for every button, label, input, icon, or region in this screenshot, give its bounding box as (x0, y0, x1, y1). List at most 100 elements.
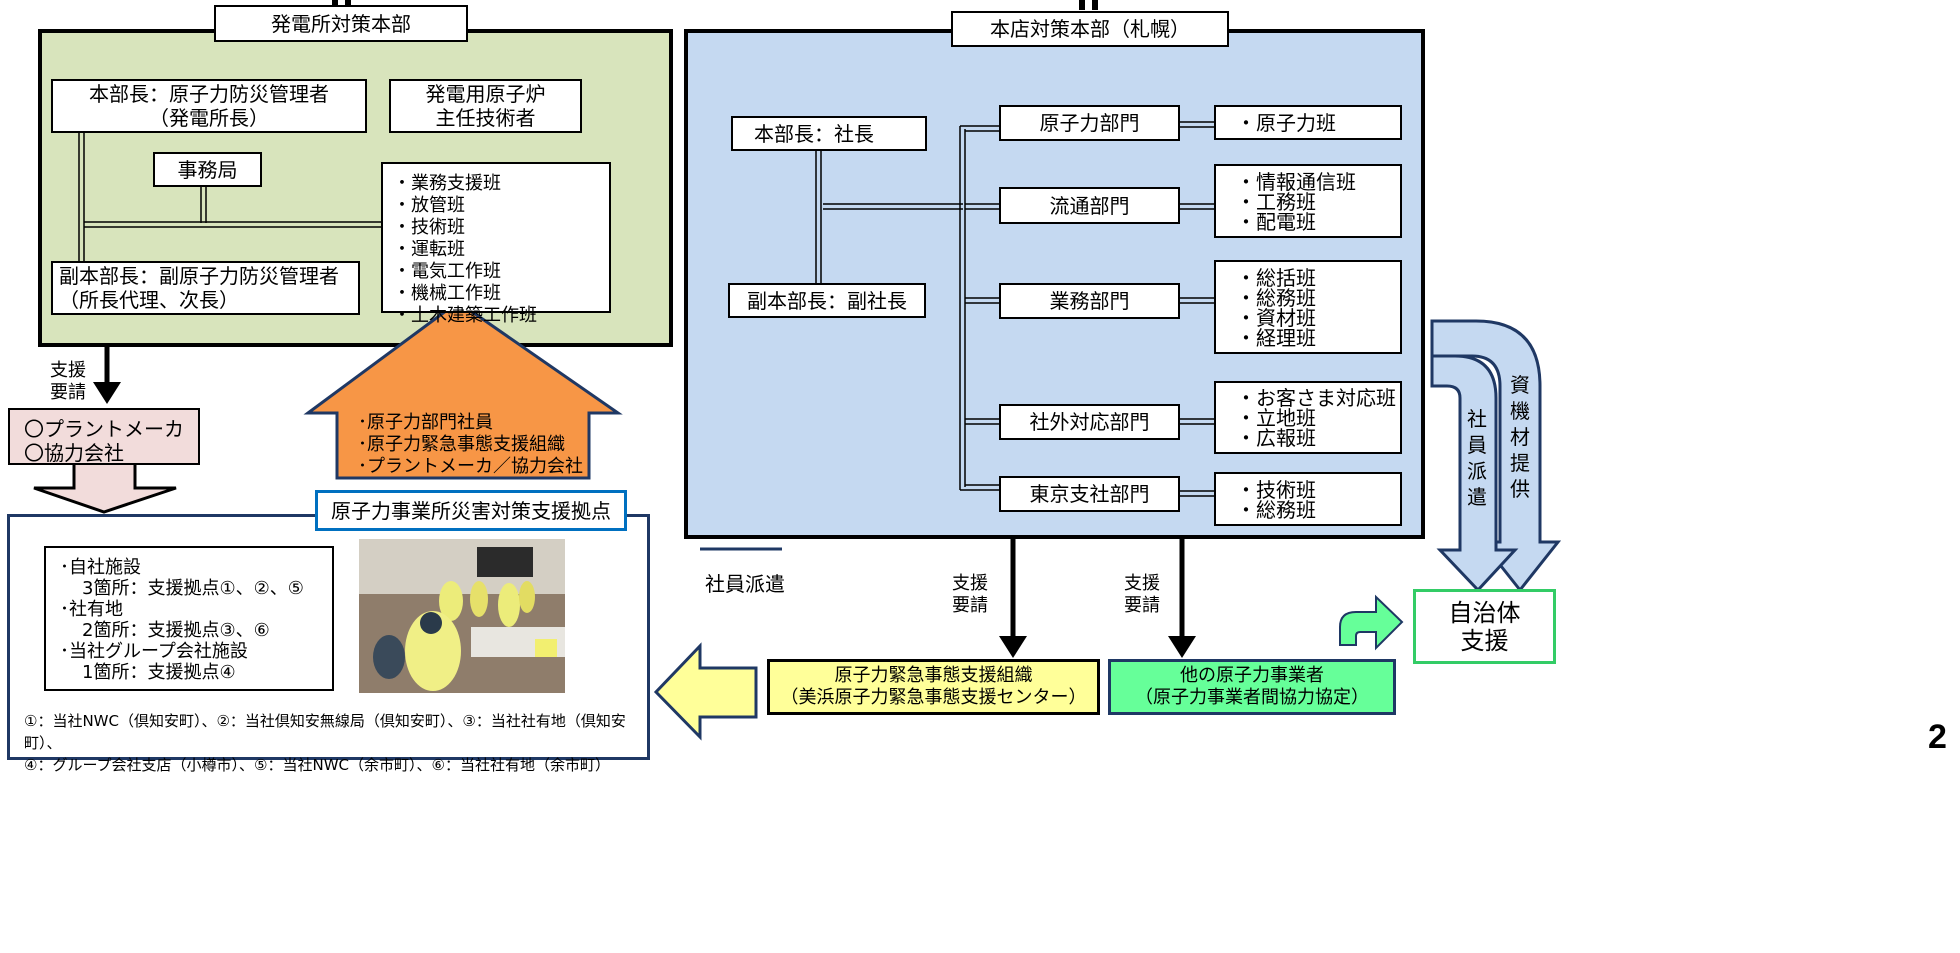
char: 社 (1467, 407, 1487, 431)
orange-line: ･プラントメーカ／協力会社 (358, 456, 583, 477)
hq-request-label-1: 支援 要請 (952, 573, 1012, 617)
plant-team: ・機械工作班 (393, 283, 501, 304)
teams-tokyo: ・技術班 ・総務班 (1214, 472, 1402, 526)
emergency-support-org-box: 原子力緊急事態支援組織 （美浜原子力緊急事態支援センター） (767, 659, 1100, 715)
plant-support-request-label: 支援 要請 (50, 360, 110, 404)
teams-operations: ・総括班 ・総務班 ・資材班 ・経理班 (1214, 260, 1402, 354)
emergency-line1: 原子力緊急事態支援組織 (834, 665, 1033, 686)
plant-team: ・土木建築工作班 (393, 305, 537, 326)
request-line1: 支援 (50, 360, 86, 381)
staff-dispatch-vertical-label: 社 員 派 遣 (1465, 406, 1489, 510)
base-line: ･当社グループ会社施設 (60, 641, 248, 662)
orange-line: ･原子力緊急事態支援組織 (358, 434, 565, 455)
support-left-arrow (653, 642, 758, 741)
team: ・工務班 (1236, 190, 1316, 214)
team: ・経理班 (1236, 326, 1316, 350)
char: 機 (1510, 399, 1530, 423)
team: ・原子力班 (1236, 111, 1336, 135)
local-gov-line1: 自治体 (1448, 598, 1521, 627)
maker-down-arrow (33, 460, 177, 514)
support-base-footnote: ①：当社NWC（倶知安町）、②：当社倶知安無線局（倶知安町）、③：当社社有地（倶… (24, 710, 644, 776)
other-operators-box: 他の原子力事業者 （原子力事業者間協力協定） (1108, 659, 1396, 715)
maker-line2: 〇協力会社 (24, 441, 124, 465)
team: ・資材班 (1236, 306, 1316, 330)
request-line2: 要請 (1124, 595, 1160, 616)
other-line2: （原子力事業者間協力協定） (1135, 687, 1369, 708)
request-line1: 支援 (1124, 573, 1160, 594)
resource-up-arrow (303, 300, 623, 480)
team: ・情報通信班 (1236, 170, 1356, 194)
dept-tokyo: 東京支社部門 (999, 476, 1180, 512)
base-line: 1箇所：支援拠点④ (82, 662, 236, 683)
plant-deputy-line1: 副本部長：副原子力防災管理者 (59, 264, 339, 288)
plant-team: ・技術班 (393, 217, 465, 238)
maker-box: 〇プラントメーカ 〇協力会社 (8, 408, 200, 465)
hq-request-label-2: 支援 要請 (1124, 573, 1184, 617)
support-base-list: ･自社施設 3箇所：支援拠点①、②、⑤ ･社有地 2箇所：支援拠点③、⑥ ･当社… (44, 546, 334, 691)
plant-chief-box: 本部長：原子力防災管理者 （発電所長） (51, 79, 367, 133)
hq-chief-box: 本部長：社長 (731, 116, 927, 151)
plant-hq-title: 発電所対策本部 (214, 5, 468, 42)
local-gov-green-arrow (1339, 594, 1404, 651)
local-gov-line2: 支援 (1460, 626, 1509, 655)
plant-team: ・運転班 (393, 239, 465, 260)
team: ・技術班 (1236, 478, 1316, 502)
materials-vertical-label: 資 機 材 提 供 (1508, 372, 1532, 502)
base-line: ･自社施設 (60, 557, 141, 578)
base-line: ･社有地 (60, 599, 123, 620)
char: 供 (1510, 477, 1530, 501)
support-base-photo (359, 539, 565, 693)
team: ・お客さま対応班 (1236, 386, 1396, 410)
base-line: 3箇所：支援拠点①、②、⑤ (82, 578, 304, 599)
orange-line: ･原子力部門社員 (358, 412, 493, 433)
plant-teams-box: ・業務支援班 ・放管班 ・技術班 ・運転班 ・電気工作班 ・機械工作班 ・土木建… (381, 162, 611, 326)
dept-operations: 業務部門 (999, 283, 1180, 319)
team: ・配電班 (1236, 210, 1316, 234)
teams-nuclear: ・原子力班 (1214, 105, 1402, 140)
materials-supply-arrow (1430, 319, 1562, 593)
request-line2: 要請 (50, 382, 86, 403)
plant-team: ・電気工作班 (393, 261, 501, 282)
engineer-line2: 主任技術者 (435, 106, 536, 130)
local-gov-box: 自治体 支援 (1413, 589, 1556, 664)
plant-team: ・業務支援班 (393, 173, 501, 194)
dept-distribution: 流通部門 (999, 187, 1180, 224)
hq-deputy-box: 副本部長：副社長 (728, 283, 926, 318)
team: ・総括班 (1236, 266, 1316, 290)
char: 提 (1510, 451, 1530, 475)
char: 員 (1467, 433, 1487, 457)
page-number: 2 (1928, 718, 1947, 756)
emergency-line2: （美浜原子力緊急事態支援センター） (780, 687, 1087, 708)
footnote-line2: ④：グループ会社支店（小樽市）、⑤：当社NWC（余市町）、⑥：当社社有地（余市町… (24, 756, 610, 774)
char: 遣 (1467, 485, 1487, 509)
char: 材 (1510, 425, 1530, 449)
footnote-line1: ①：当社NWC（倶知安町）、②：当社倶知安無線局（倶知安町）、③：当社社有地（倶… (24, 712, 626, 752)
support-base-title: 原子力事業所災害対策支援拠点 (315, 490, 627, 531)
dept-nuclear: 原子力部門 (999, 105, 1180, 141)
base-line: 2箇所：支援拠点③、⑥ (82, 620, 270, 641)
other-line1: 他の原子力事業者 (1180, 665, 1324, 686)
plant-deputy-line2: （所長代理、次長） (59, 288, 239, 312)
plant-deputy-box: 副本部長：副原子力防災管理者 （所長代理、次長） (51, 261, 360, 315)
staff-dispatch-arrow-label: 社員派遣 (705, 572, 785, 596)
dept-external: 社外対応部門 (999, 404, 1180, 440)
maker-line1: 〇プラントメーカ (24, 417, 184, 441)
team: ・総務班 (1236, 286, 1316, 310)
secretariat-box: 事務局 (153, 152, 262, 187)
plant-team: ・放管班 (393, 195, 465, 216)
char: 資 (1510, 373, 1530, 397)
teams-distribution: ・情報通信班 ・工務班 ・配電班 (1214, 164, 1402, 238)
team: ・総務班 (1236, 498, 1316, 522)
request-line2: 要請 (952, 595, 988, 616)
plant-chief-line1: 本部長：原子力防災管理者 (89, 82, 329, 106)
teams-external: ・お客さま対応班 ・立地班 ・広報班 (1214, 381, 1402, 454)
team: ・広報班 (1236, 426, 1316, 450)
reactor-engineer-box: 発電用原子炉 主任技術者 (389, 79, 582, 133)
engineer-line1: 発電用原子炉 (425, 82, 546, 106)
hq-title: 本店対策本部（札幌） (951, 11, 1229, 47)
char: 派 (1467, 459, 1487, 483)
plant-chief-line2: （発電所長） (149, 106, 269, 130)
team: ・立地班 (1236, 406, 1316, 430)
photo-drawing (359, 539, 565, 693)
